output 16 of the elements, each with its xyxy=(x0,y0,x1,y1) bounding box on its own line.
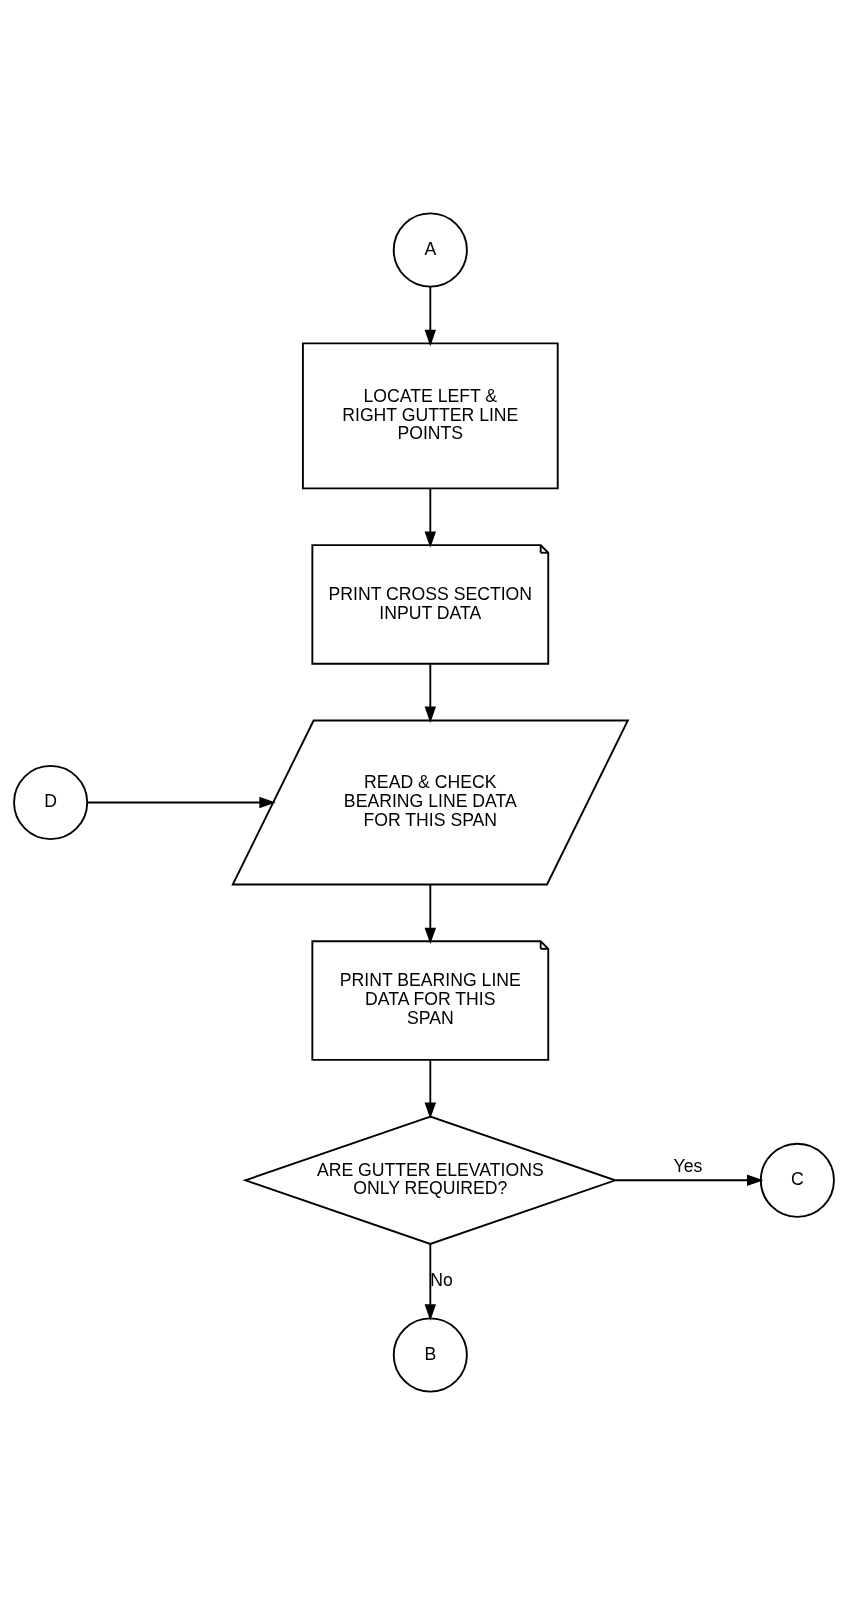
node-circle: B xyxy=(392,1316,468,1392)
arrow xyxy=(424,1058,436,1119)
node-diamond: ARE GUTTER ELEVATIONS ONLY REQUIRED? xyxy=(242,1115,618,1245)
node-circle: A xyxy=(392,212,468,288)
arrow xyxy=(424,285,436,346)
edge-label: Yes xyxy=(673,1155,702,1176)
arrow xyxy=(85,796,276,808)
arrow xyxy=(424,1242,436,1321)
arrow xyxy=(424,662,436,723)
arrow xyxy=(614,1174,763,1186)
node-circle: D xyxy=(12,764,88,840)
arrow xyxy=(424,487,436,548)
node-box: LOCATE LEFT & RIGHT GUTTER LINE POINTS xyxy=(301,341,559,489)
edge-label: No xyxy=(429,1269,453,1290)
node-circle: C xyxy=(759,1142,835,1218)
arrow xyxy=(424,883,436,944)
